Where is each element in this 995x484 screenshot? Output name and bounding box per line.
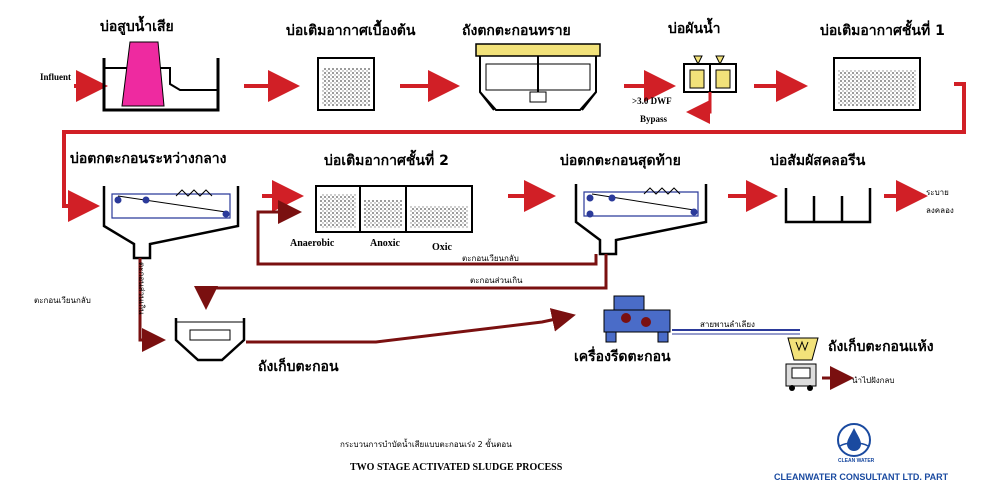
intermediate-clarifier-tank [102, 186, 240, 260]
return-sludge-line [256, 200, 598, 266]
label-sludge-tank: ถังเก็บตะกอน [258, 359, 339, 375]
label-final-clarifier: บ่อตกตะกอนสุดท้าย [560, 153, 681, 169]
valve-icon [693, 55, 725, 66]
label-bypass: Bypass [640, 114, 668, 124]
conveyor-belt [672, 329, 800, 335]
row-connector-arrow [62, 82, 966, 222]
label-vertical-sludge: ตะกอนส่วนเกิน [137, 262, 146, 315]
label-discharge-1: ระบาย [926, 188, 949, 197]
label-oxic: Oxic [432, 242, 452, 253]
company-name: CLEANWATER CONSULTANT LTD. PART [774, 472, 949, 482]
intermediate-sludge-line [138, 258, 166, 352]
label-anaerobic: Anaerobic [290, 238, 335, 249]
excess-sludge-line [194, 254, 608, 310]
truck-icon [785, 363, 817, 391]
chlorine-contact-tank [784, 188, 872, 224]
flow-splitter-box [683, 63, 737, 93]
label-flow-splitter: บ่อผันน้ำ [668, 21, 721, 37]
dry-sludge-hopper [787, 337, 819, 361]
final-clarifier-tank [574, 184, 708, 256]
label-aeration-1: บ่อเติมอากาศชั้นที่ 1 [820, 23, 945, 39]
grit-chamber-tank [475, 43, 601, 111]
label-influent: Influent [40, 72, 72, 82]
label-discharge-2: ลงคลอง [926, 206, 954, 215]
logo-text: CLEAN WATER [838, 458, 875, 464]
label-pump-pit: บ่อสูบน้ำเสีย [100, 19, 174, 35]
title-english: TWO STAGE ACTIVATED SLUDGE PROCESS [350, 462, 563, 473]
label-aeration-2: บ่อเติมอากาศชั้นที่ 2 [324, 153, 449, 169]
label-pre-aeration: บ่อเติมอากาศเบื้องต้น [286, 23, 416, 39]
sludge-to-press-line [246, 308, 576, 344]
label-return-sludge-left: ตะกอนเวียนกลับ [34, 296, 91, 305]
aeration-tank-1 [833, 57, 921, 111]
label-landfill: นำไปฝังกลบ [852, 376, 895, 385]
label-grit-chamber: ถังตกตะกอนทราย [462, 23, 571, 39]
label-dwf: >3.0 DWF [632, 96, 672, 106]
filter-press-icon [603, 295, 671, 343]
label-filter-press: เครื่องรีดตะกอน [574, 349, 671, 365]
label-chlorine-contact: บ่อสัมผัสคลอรีน [770, 153, 866, 169]
pump-pit-tank [102, 41, 220, 112]
sludge-storage-tank [174, 318, 246, 362]
label-return-sludge-main: ตะกอนเวียนกลับ [462, 254, 519, 263]
bypass-arrow [686, 92, 712, 124]
pre-aeration-tank [317, 57, 375, 111]
label-anoxic: Anoxic [370, 238, 400, 249]
aeration-tank-2 [315, 185, 473, 233]
title-thai: กระบวนการบำบัดน้ำเสียแบบตะกอนเร่ง 2 ขั้น… [340, 440, 512, 449]
label-conveyor: สายพานลำเลียง [700, 320, 755, 329]
label-dry-sludge-tank: ถังเก็บตะกอนแห้ง [828, 339, 934, 355]
label-excess-sludge: ตะกอนส่วนเกิน [470, 276, 523, 285]
label-intermediate-clarifier: บ่อตกตะกอนระหว่างกลาง [70, 151, 227, 167]
water-drop-logo-icon [837, 423, 871, 457]
